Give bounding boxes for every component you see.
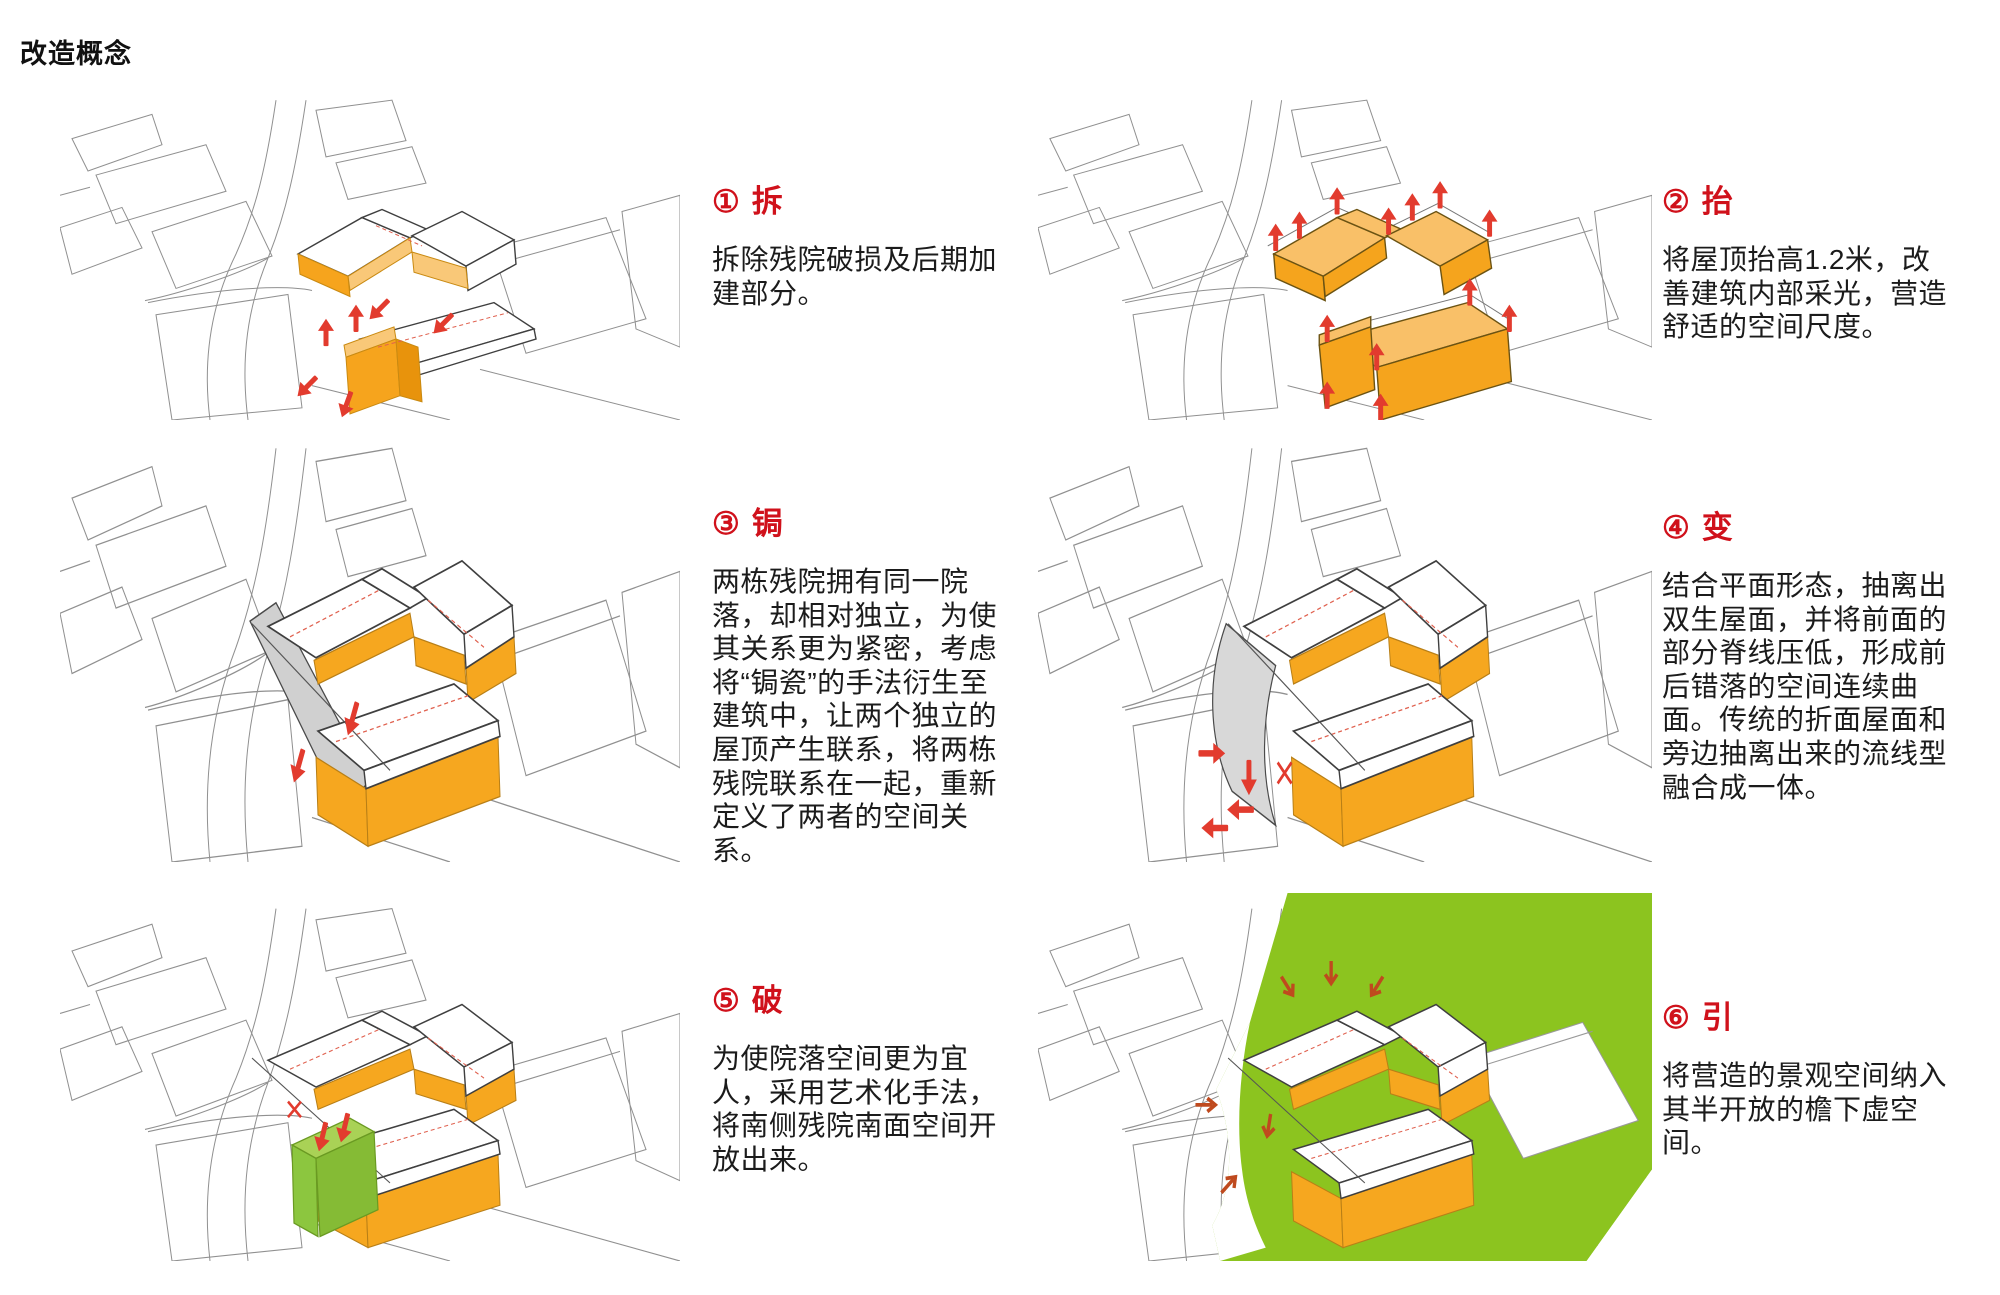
building-cluster-orange xyxy=(1272,208,1513,420)
diagram-4-transform xyxy=(1038,430,1652,862)
neighbor-parcel xyxy=(1469,1021,1639,1160)
concept-3-number: ③ xyxy=(712,506,740,541)
concept-1-name: 拆 xyxy=(751,184,783,219)
curved-surface xyxy=(1212,622,1277,828)
concept-4-number: ④ xyxy=(1662,510,1690,545)
page-title: 改造概念 xyxy=(20,39,132,70)
diagram-4-svg xyxy=(1038,447,1652,862)
concept-1-body: 拆除残院破损及后期加建部分。 xyxy=(712,244,998,309)
concept-2-number: ② xyxy=(1662,184,1690,219)
concept-3-name: 锔 xyxy=(751,506,783,541)
concept-6-body: 将营造的景观空间纳入其半开放的檐下虚空间。 xyxy=(1662,1060,1948,1159)
building-cluster xyxy=(296,208,537,415)
concept-5-name: 破 xyxy=(751,983,783,1018)
corner-cutout xyxy=(1586,1169,1652,1261)
stitch-mark xyxy=(1276,761,1293,785)
concept-6-name: 引 xyxy=(1701,1000,1733,1035)
diagram-2-svg xyxy=(1038,99,1652,420)
diagram-1-svg xyxy=(60,99,680,420)
diagram-1-demolish xyxy=(60,86,680,420)
road-cutout xyxy=(1212,1022,1266,1261)
concept-4-name: 变 xyxy=(1701,510,1733,545)
concept-2-body: 将屋顶抬高1.2米，改善建筑内部采光，营造舒适的空间尺度。 xyxy=(1662,244,1948,343)
concept-1-number: ① xyxy=(712,184,740,219)
diagram-6-svg xyxy=(1038,893,1652,1261)
concept-5-body: 为使院落空间更为宜人，采用艺术化手法，将南侧残院南面空间开放出来。 xyxy=(712,1043,998,1175)
diagram-6-draw-in xyxy=(1038,893,1652,1261)
diagram-5-svg xyxy=(60,908,680,1261)
green-cube xyxy=(290,1117,379,1238)
concept-5-number: ⑤ xyxy=(712,983,740,1018)
concept-2-name: 抬 xyxy=(1701,184,1733,219)
diagram-3-svg xyxy=(60,447,680,862)
diagram-5-break xyxy=(60,893,680,1261)
concept-3-body: 两栋残院拥有同一院落，却相对独立，为使其关系更为紧密，考虑将“锔瓷”的手法衍生至… xyxy=(712,566,998,866)
diagram-3-mend xyxy=(60,430,680,862)
diagram-2-lift xyxy=(1038,86,1652,420)
concept-6-number: ⑥ xyxy=(1662,1000,1690,1035)
concept-4-body: 结合平面形态，抽离出双生屋面，并将前面的部分脊线压低，形成前后错落的空间连续曲面… xyxy=(1662,570,1948,803)
cut-mark xyxy=(287,1100,302,1119)
